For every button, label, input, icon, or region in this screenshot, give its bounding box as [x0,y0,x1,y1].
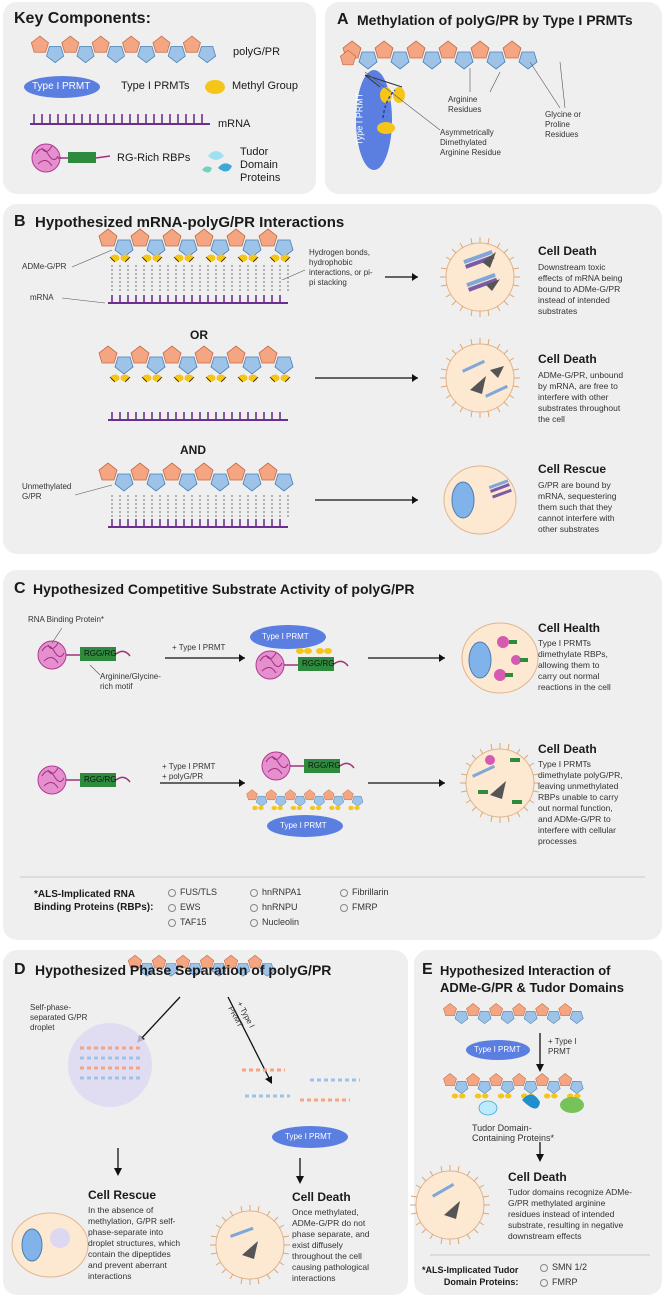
panel-c-letter: C [14,580,26,597]
panel-d-droplet-label: Self-phase- separated G/PR droplet [30,1003,88,1032]
panel-a-prmt-vertical: Type I PRMT [354,92,365,146]
panel-e-als-title: *ALS-Implicated Tudor Domain Proteins: [422,1265,519,1287]
panel-c-rgg-label-3: RGG/RG [84,775,117,784]
panel-c-als-item: FUS/TLS [168,887,217,897]
panel-d-outcome1-title: Cell Rescue [88,1188,157,1202]
panel-c-plus-prmt: + Type I PRMT [172,643,226,652]
panel-b-letter: B [14,213,26,230]
panel-d-outcome2-text: Once methylated, ADMe-G/PR do not phase … [292,1207,370,1283]
panel-b-outcome2-title: Cell Death [538,352,597,366]
panel-e-tudor-label: Tudor Domain- Containing Proteins* [472,1123,555,1143]
panel-e-plus-prmt: + Type I PRMT [548,1037,577,1056]
panel-d-outcome1-text: In the absence of methylation, G/PR self… [88,1205,181,1281]
panel-b-outcome1-title: Cell Death [538,244,597,258]
panel-e-als-item: SMN 1/2 [540,1262,587,1272]
panel-e-outcome-text: Tudor domains recognize ADMe- G/PR methy… [508,1187,632,1241]
panel-e-outcome-title: Cell Death [508,1170,567,1184]
panel-c-als-item: Nucleolin [250,917,299,927]
key-prmts-label: Type I PRMTs [121,80,190,92]
panel-c-rgg-label-1: RGG/RG [84,649,117,658]
panel-e-letter: E [422,961,433,978]
panel-c-rgg-label-2: RGG/RG [302,659,335,668]
panel-a-glycine-label: Glycine or Proline Residues [545,110,582,139]
panel-c-prmt-pill-1: Type I PRMT [262,632,309,641]
panel-b-title: Hypothesized mRNA-polyG/PR Interactions [35,214,345,231]
key-prmt-pill-label: Type I PRMT [32,81,91,92]
key-mrna-label: mRNA [218,118,251,130]
panel-c-als-item: TAF15 [168,917,206,927]
panel-c-als-item: FMRP [340,902,378,912]
key-rg-rbps-label: RG-Rich RBPs [117,152,191,164]
key-polygpr-label: polyG/PR [233,46,281,58]
panel-a-arginine-label: Arginine Residues [448,95,482,114]
panel-d-title: Hypothesized Phase Separation of polyG/P… [35,962,332,978]
panel-e-prmt-pill: Type I PRMT [474,1045,521,1054]
panel-b-unmethylated-label: Unmethylated G/PR [22,482,72,501]
panel-d-letter: D [14,961,26,978]
panel-c-prmt-pill-2: Type I PRMT [280,821,327,830]
panel-e-title: Hypothesized Interaction of ADMe-G/PR & … [440,963,624,995]
panel-c-title: Hypothesized Competitive Substrate Activ… [33,581,415,597]
panel-a-title: Methylation of polyG/PR by Type I PRMTs [357,12,633,28]
panel-a-letter: A [337,11,349,28]
panel-b-adme-label: ADMe-G/PR [22,262,67,271]
panel-c-outcome2-text: Type I PRMTs dimethylate polyG/PR, leavi… [538,759,623,846]
panel-c-als-item: Fibrillarin [340,887,389,897]
panel-b-outcome3-text: G/PR are bound by mRNA, sequestering the… [538,480,617,534]
panel-c-als-item: hnRNPA1 [250,887,301,897]
panel-c-als-item: hnRNPU [250,902,298,912]
panel-d-prmt-pill: Type I PRMT [285,1132,332,1141]
panel-e-als-item: FMRP [540,1277,578,1287]
panel-c-outcome1-text: Type I PRMTs dimethylate RBPs, allowing … [538,638,611,692]
panel-c-plus-prmt2: + Type I PRMT + polyG/PR [162,762,216,781]
panel-c-rbp-label: RNA Binding Protein* [28,615,105,624]
panel-c-als-item: EWS [168,902,201,912]
panel-c-outcome1-title: Cell Health [538,621,601,635]
panel-c-outcome2-title: Cell Death [538,742,597,756]
key-title: Key Components: [14,10,151,27]
panel-b-outcome1-text: Downstream toxic effects of mRNA being b… [538,262,623,316]
panel-b-mrna-label: mRNA [30,293,54,302]
panel-b-and: AND [180,443,206,457]
panel-c-rgg-label-4: RGG/RG [308,761,341,770]
panel-d-outcome2-title: Cell Death [292,1190,351,1204]
panel-b-or: OR [190,328,208,342]
panel-a-adma-label: Asymmetrically Dimethylated Arginine Res… [440,128,501,157]
panel-c-motif-label: Arginine/Glycine- rich motif [100,672,161,691]
panel-b-bonds-label: Hydrogen bonds, hydrophobic interactions… [309,248,373,287]
panel-c-als-title: *ALS-Implicated RNA Binding Proteins (RB… [34,889,154,913]
key-methyl-label: Methyl Group [232,80,299,92]
panel-c [3,570,662,940]
panel-b-outcome3-title: Cell Rescue [538,462,607,476]
key-tudor-label: Tudor Domain Proteins [240,146,281,184]
panel-b-outcome2-text: ADMe-G/PR, unbound by mRNA, are free to … [538,370,624,424]
